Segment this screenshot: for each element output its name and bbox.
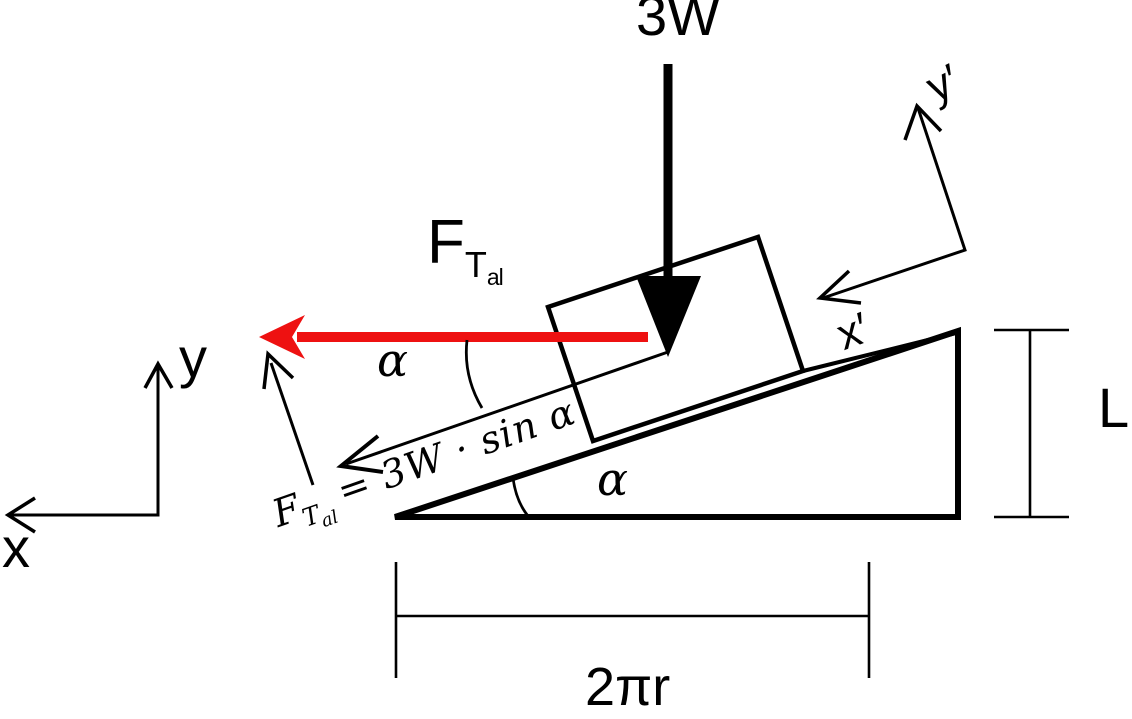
weight-arrowhead-icon — [636, 276, 701, 357]
xy-axes — [11, 366, 160, 517]
alpha-upper-label: α — [377, 333, 409, 387]
incline-triangle — [394, 326, 961, 520]
x-axis-arrowhead-icon — [4, 496, 36, 534]
gravity-component-shaft — [345, 350, 669, 466]
tension-force-sub: T — [464, 244, 487, 285]
tension-force-base: F — [427, 208, 465, 277]
y-axis-label: y — [179, 326, 207, 389]
x-prime-arrowhead-icon — [816, 269, 862, 305]
weight-force-label: 3W — [636, 0, 720, 47]
block — [545, 234, 806, 444]
height-dimension-label: L — [1098, 376, 1130, 439]
tension-force-label: FTal — [427, 212, 504, 289]
base-dimension — [394, 562, 871, 678]
angle-arc-incline — [511, 477, 530, 517]
angle-arc-upper — [464, 339, 484, 409]
tension-force-subsub: al — [486, 264, 504, 290]
alpha-incline-label: α — [597, 452, 629, 506]
height-dimension — [994, 328, 1069, 519]
xy-prime-axes — [822, 107, 967, 300]
gravity-component-arrowhead-icon — [336, 434, 384, 474]
y-axis-arrowhead-icon — [143, 360, 174, 389]
base-dimension-label: 2πr — [585, 657, 671, 717]
tension-arrowhead-icon — [259, 315, 305, 359]
x-axis-label: x — [2, 516, 30, 579]
equation-leader-shaft — [269, 362, 315, 486]
y-prime-arrowhead-icon — [903, 102, 943, 141]
block-contact-edge — [802, 331, 957, 373]
equation-leader-arrowhead-icon — [262, 350, 295, 390]
